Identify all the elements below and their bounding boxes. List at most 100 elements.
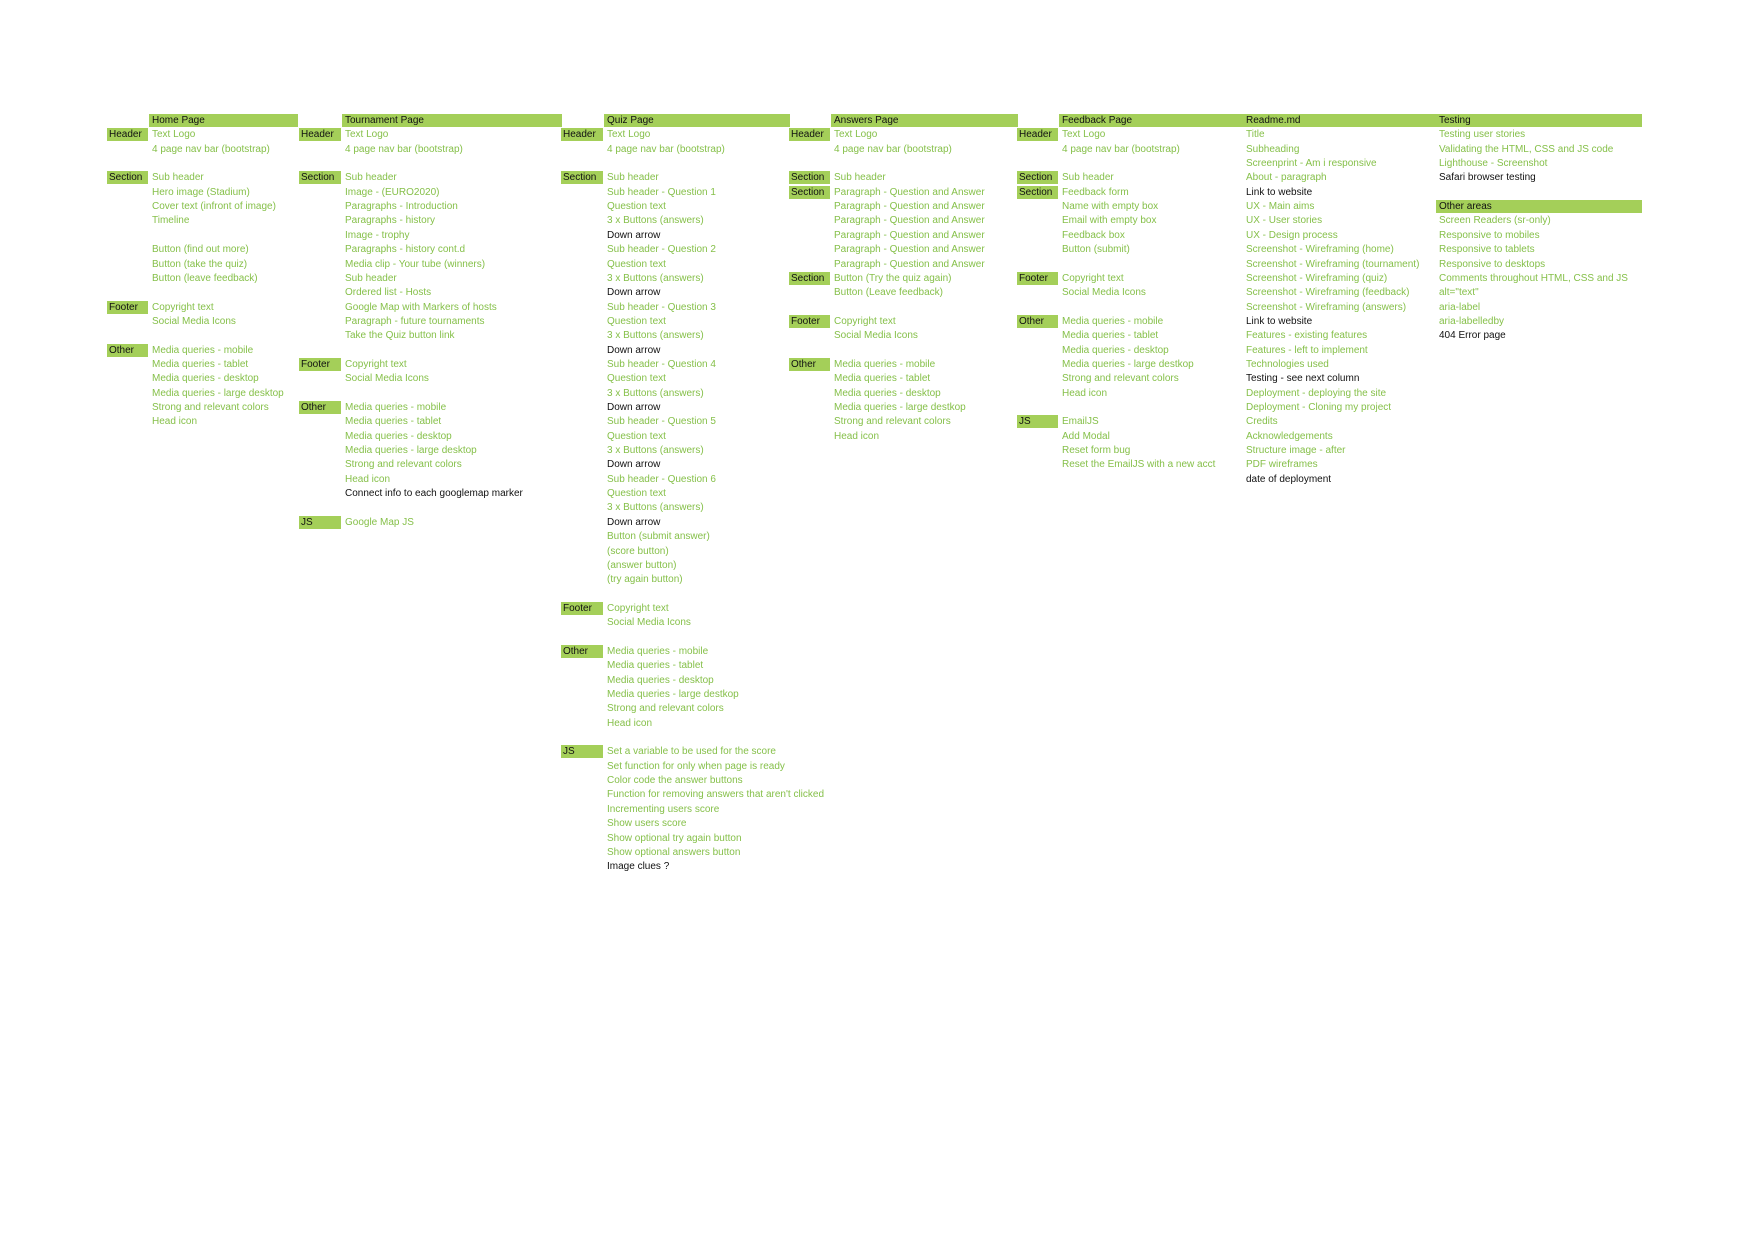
group-label: Other [563,645,589,657]
list-item: Connect info to each googlemap marker [345,488,523,500]
list-item: 3 x Buttons (answers) [607,387,704,399]
column-header-band [831,114,1018,127]
list-item: Head icon [834,430,880,442]
list-item: Down arrow [607,287,661,299]
list-item: Sub header [834,172,886,184]
list-item: Feedback form [1062,186,1129,198]
list-item: Paragraphs - history [345,215,436,227]
list-item: Question text [607,315,666,327]
list-item: Media queries - mobile [1062,315,1164,327]
list-item: Show optional try again button [607,832,742,844]
list-item: alt="text" [1439,287,1479,299]
column-header: Answers Page [834,115,899,126]
group-label-band [561,171,603,185]
list-item: Head icon [607,717,653,729]
group-label-band [107,128,148,142]
list-item: Head icon [152,416,198,428]
list-item: Sub header - Question 1 [607,186,716,198]
column-header: Home Page [152,115,205,126]
list-item: Email with empty box [1062,215,1157,227]
list-item: Name with empty box [1062,201,1159,213]
list-item: About - paragraph [1246,172,1327,184]
list-item: Social Media Icons [1062,287,1146,299]
list-item: (score button) [607,545,669,557]
list-item: Screenprint - Am i responsive [1246,158,1377,170]
group-label-band [299,171,341,185]
group-label-band [789,185,830,199]
list-item: Button (Leave feedback) [834,287,943,299]
list-item: Button (Try the quiz again) [834,272,952,284]
list-item: Media queries - large destkop [834,402,966,413]
list-item: 3 x Buttons (answers) [607,215,704,227]
list-item: Lighthouse - Screenshot [1439,158,1548,170]
list-item: Question text [607,201,666,213]
list-item: PDF wireframes [1246,459,1318,471]
list-item: Down arrow [607,344,661,356]
group-label: Section [1019,186,1053,198]
group-label: Other [791,358,817,370]
list-item: 4 page nav bar (bootstrap) [152,143,270,155]
group-label: Header [563,129,596,141]
list-item: Timeline [152,215,190,227]
group-label: Footer [563,602,592,614]
group-label: JS [563,746,575,758]
list-item: Media queries - mobile [834,358,936,370]
list-item: Google Map JS [345,516,414,528]
list-item: Strong and relevant colors [152,402,269,413]
list-item: Text Logo [345,129,389,141]
group-label-band [789,128,830,142]
list-item: Question text [607,373,666,385]
list-item: Credits [1246,416,1278,428]
list-item: Set function for only when page is ready [607,760,785,772]
list-item: Text Logo [152,129,196,141]
list-item: Social Media Icons [345,373,429,385]
list-item: Paragraph - Question and Answer [834,258,985,270]
list-item: Show users score [607,818,687,830]
list-item: Paragraph - Question and Answer [834,215,985,227]
list-item: Button (leave feedback) [152,272,258,284]
group-label-band [1017,314,1058,328]
group-label-band [299,128,341,142]
column-header-band [604,114,790,127]
list-item: Sub header [607,172,659,184]
column-header: Quiz Page [607,115,654,126]
column-header: Feedback Page [1062,115,1133,126]
list-item: Media queries - tablet [834,373,931,385]
list-item: Copyright text [345,358,407,370]
group-label: Footer [109,301,138,313]
list-item: Button (submit answer) [607,531,710,543]
group-label-band [1017,185,1058,199]
list-item: Incrementing users score [607,803,720,815]
group-label: Header [301,129,334,141]
group-label-band [107,343,148,357]
list-item: Media queries - desktop [152,373,259,385]
group-label: Header [791,129,824,141]
list-item: Media queries - tablet [152,358,249,370]
group-label: Footer [791,315,820,327]
group-label: Header [109,129,142,141]
list-item: Take the Quiz button link [345,330,455,342]
list-item: Function for removing answers that aren'… [607,789,825,801]
column-header-band [1243,114,1437,127]
list-item: Google Map with Markers of hosts [345,301,497,313]
list-item: Hero image (Stadium) [152,186,250,198]
list-item: Strong and relevant colors [607,703,724,715]
group-label-band [789,357,830,371]
list-item: Sub header [1062,172,1114,184]
list-item: Sub header - Question 4 [607,358,716,370]
list-item: Cover text (infront of image) [152,201,276,213]
list-item: aria-label [1439,301,1481,313]
column-header: Readme.md [1246,115,1301,126]
list-item: Responsive to tablets [1439,244,1535,256]
list-item: Down arrow [607,459,661,471]
list-item: Head icon [1062,387,1108,399]
list-item: Deployment - deploying the site [1246,387,1387,399]
list-item: Strong and relevant colors [834,416,951,428]
list-item: 4 page nav bar (bootstrap) [834,143,952,155]
group-label: Section [109,172,143,184]
list-item: Set a variable to be used for the score [607,746,776,758]
list-item: UX - User stories [1246,215,1323,227]
list-item: Media queries - desktop [607,674,714,686]
list-item: Button (take the quiz) [152,258,248,270]
